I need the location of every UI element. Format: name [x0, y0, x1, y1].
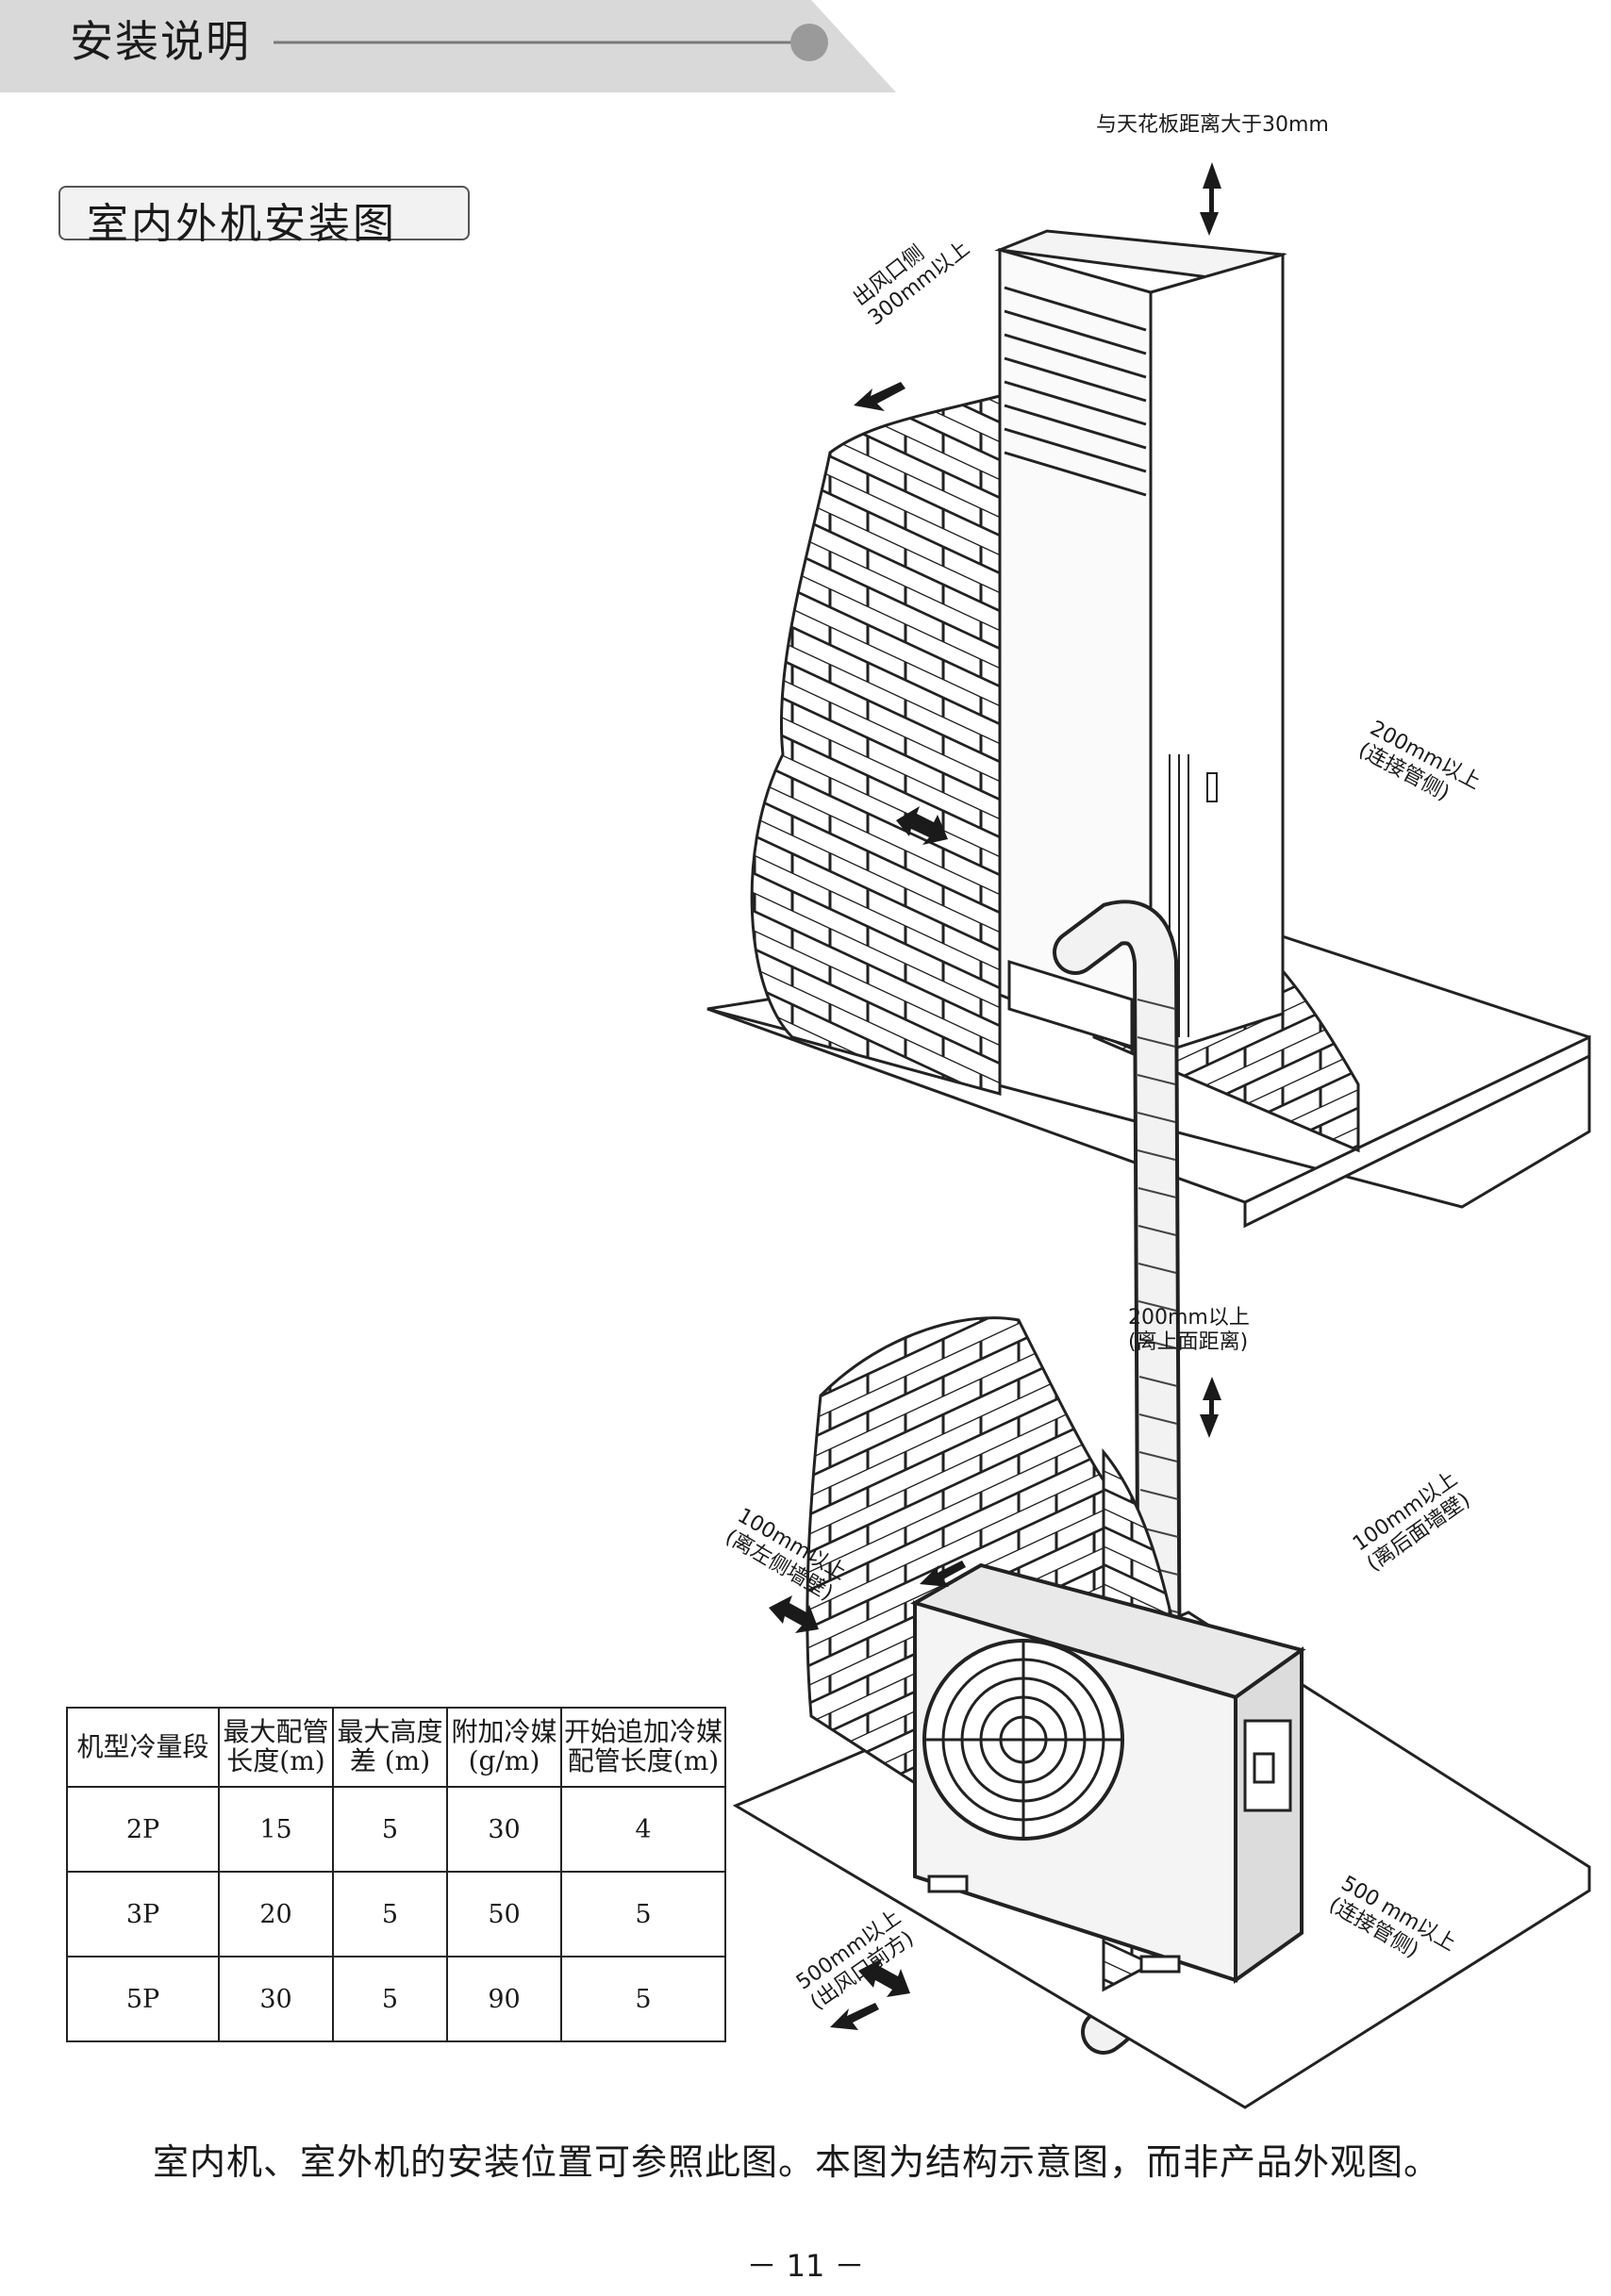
table-cell: 50: [446, 1871, 562, 1957]
label-ceiling: 与天花板距离大于30mm: [1096, 113, 1329, 137]
table-cell: 3P: [66, 1871, 220, 1957]
clearance-arrows: [769, 162, 1221, 2030]
table-cell: 4: [560, 1786, 726, 1873]
table-cell: 5P: [66, 1956, 220, 2042]
arrow-top: [1200, 1377, 1221, 1438]
table-header-cell: 最大配管长度(m): [218, 1707, 334, 1788]
spec-table: 机型冷量段 最大配管长度(m) 最大高度差 (m) 附加冷媒(g/m) 开始追加…: [66, 1707, 726, 2042]
table-row: 3P 20 5 50 5: [66, 1871, 726, 1957]
outdoor-unit: [909, 1562, 1306, 1984]
header-title: 安装说明: [70, 16, 251, 67]
table-cell: 5: [332, 1786, 448, 1873]
label-top-clearance-1: 200mm以上: [1128, 1306, 1250, 1330]
table-cell: 5: [560, 1871, 726, 1957]
label-top-clearance-2: (离上面距离): [1128, 1330, 1249, 1355]
installation-diagram: 与天花板距离大于30mm 出风口侧 300mm以上 200mm以上 (连接管侧)…: [660, 94, 1611, 2112]
arrow-rear-wall: [920, 1561, 966, 1587]
table-header-cell: 附加冷媒(g/m): [446, 1707, 562, 1788]
section-title-box: 室内外机安装图: [58, 186, 470, 248]
arrow-right-pipe: [858, 1958, 910, 1997]
table-cell: 5: [332, 1871, 448, 1957]
table-cell: 30: [218, 1956, 334, 2042]
figure-caption: 室内机、室外机的安装位置可参照此图。本图为结构示意图，而非产品外观图。: [153, 2141, 1441, 2183]
table-row: 2P 15 5 30 4: [66, 1786, 726, 1873]
table-cell: 30: [446, 1786, 562, 1873]
arrow-left-wall: [769, 1595, 819, 1633]
table-cell: 5: [332, 1956, 448, 2042]
table-header-cell: 机型冷量段: [66, 1707, 220, 1788]
table-header-cell: 开始追加冷媒配管长度(m): [560, 1707, 726, 1788]
indoor-unit: [994, 229, 1287, 1059]
page-number: － 11 －: [746, 2248, 865, 2284]
table-cell: 15: [218, 1786, 334, 1873]
installation-drawing: [706, 162, 1591, 2109]
table-cell: 5: [560, 1956, 726, 2042]
label-top-clearance: 200mm以上 (离上面距离): [1128, 1306, 1250, 1356]
arrow-front: [830, 2003, 879, 2030]
arrow-pipe-side: [896, 806, 948, 845]
section-title: 室内外机安装图: [87, 200, 397, 248]
table-cell: 90: [446, 1956, 562, 2042]
table-header-cell: 最大高度差 (m): [332, 1707, 448, 1788]
table-header-row: 机型冷量段 最大配管长度(m) 最大高度差 (m) 附加冷媒(g/m) 开始追加…: [66, 1707, 726, 1788]
table-cell: 2P: [66, 1786, 220, 1873]
arrow-ceiling: [1200, 162, 1221, 236]
header-band: [0, 0, 896, 92]
table-cell: 20: [218, 1871, 334, 1957]
table-row: 5P 30 5 90 5: [66, 1956, 726, 2042]
arrow-outlet: [854, 382, 905, 411]
